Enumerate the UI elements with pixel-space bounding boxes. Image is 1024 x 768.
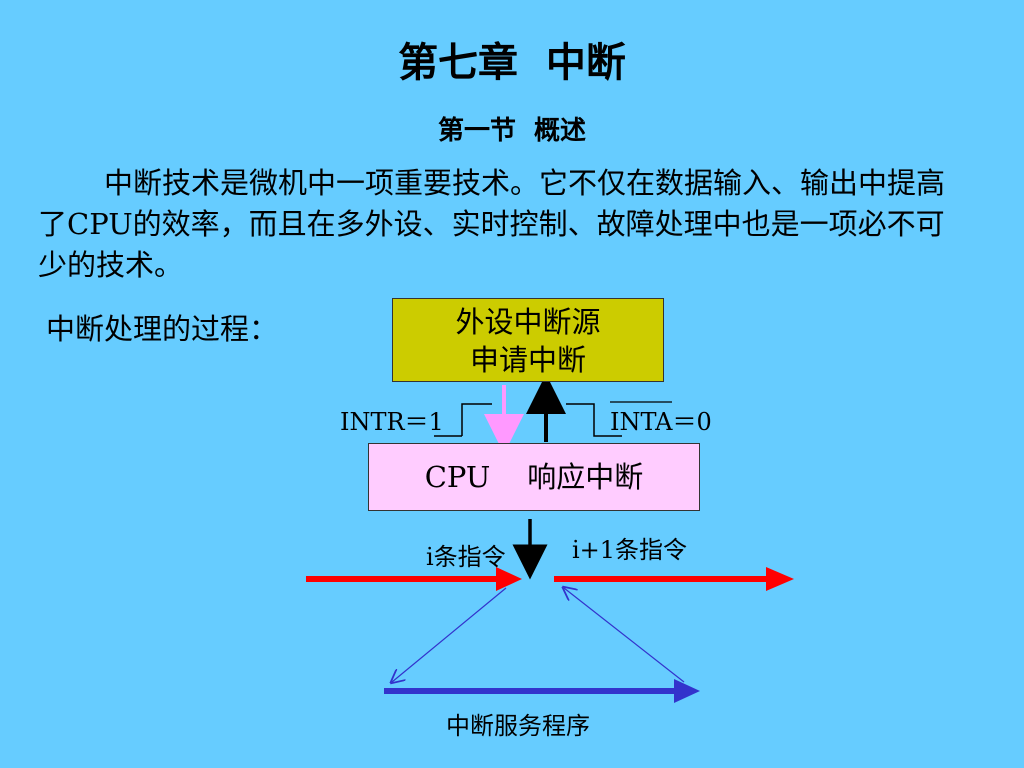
source-box-line1: 外设中断源 <box>455 305 601 339</box>
inta-waveform <box>566 403 622 437</box>
intr-waveform <box>461 403 492 436</box>
instruction-i-label: i条指令 <box>426 543 506 571</box>
isr-label: 中断服务程序 <box>446 712 590 740</box>
process-label: 中断处理的过程： <box>46 312 279 346</box>
instruction-i-plus-1-label: i+1条指令 <box>572 536 688 564</box>
section-title: 第一节 概述 <box>437 116 587 146</box>
cpu-response-box: CPU 响应中断 <box>368 443 700 511</box>
interrupt-source-box: 外设中断源 申请中断 <box>392 298 664 382</box>
jump-to-isr-line <box>392 587 507 682</box>
intro-paragraph: 中断技术是微机中一项重要技术。它不仅在数据输入、输出中提高了CPU的效率，而且在… <box>38 166 946 282</box>
chapter-title: 第七章 中断 <box>398 39 626 86</box>
isr-arrowhead <box>674 679 700 703</box>
source-box-line2: 申请中断 <box>469 343 586 377</box>
instruction-i-arrowhead <box>496 567 522 591</box>
inta-label: INTA＝0 <box>610 408 712 436</box>
instruction-i1-arrowhead <box>766 567 794 591</box>
intr-label: INTR＝1 <box>340 408 444 436</box>
return-from-isr-line <box>564 588 685 683</box>
